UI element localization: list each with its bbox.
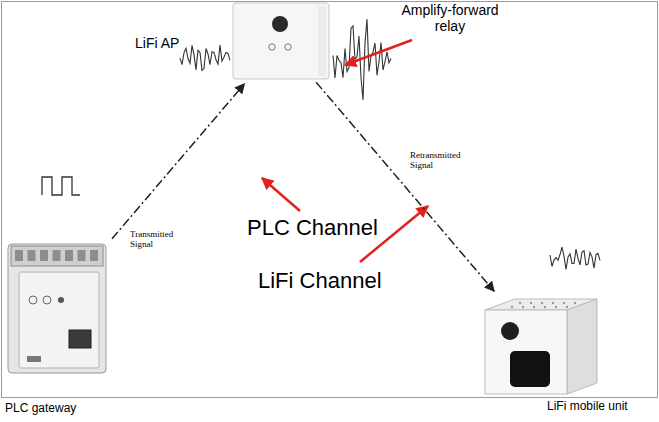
vent-hole	[541, 302, 543, 304]
terminal	[15, 250, 23, 261]
sensor-panel	[510, 351, 550, 387]
terminal	[65, 250, 73, 261]
device-picture	[480, 295, 600, 395]
button	[269, 44, 275, 50]
terminal	[40, 250, 48, 261]
device-picture	[5, 230, 110, 375]
indicator	[43, 296, 51, 304]
device-label: LiFi AP	[135, 35, 179, 51]
vent-hole	[522, 306, 524, 308]
vent-hole	[530, 302, 532, 304]
access-point: LiFi AP	[232, 2, 330, 80]
front-panel	[19, 272, 99, 368]
channel-label: LiFi Channel	[258, 268, 428, 293]
square-wave	[42, 177, 80, 195]
vent-hole	[563, 302, 565, 304]
noisy-wave	[550, 247, 600, 269]
vent-hole	[552, 302, 554, 304]
box-side	[567, 299, 597, 394]
lens	[272, 16, 288, 32]
vent-hole	[519, 302, 521, 304]
noisy-wave	[180, 45, 230, 70]
terminal	[28, 250, 36, 261]
vent-hole	[544, 306, 546, 308]
device-label: PLC gateway	[5, 402, 76, 416]
button	[285, 44, 291, 50]
device-picture	[232, 2, 330, 80]
button	[27, 356, 41, 362]
plc-gateway: PLC gateway	[5, 230, 110, 375]
device-body	[233, 3, 329, 79]
callout-arrow	[262, 178, 300, 211]
signal-note: Retransmitted Signal	[410, 150, 472, 171]
vent-hole	[574, 302, 576, 304]
signal-link	[112, 84, 244, 239]
callout-arrow	[345, 40, 412, 65]
terminal	[90, 250, 98, 261]
terminal	[53, 250, 61, 261]
terminal-strip	[11, 246, 103, 266]
terminal	[78, 250, 86, 261]
device-side	[318, 6, 326, 76]
callout-text: Amplify-forward relay	[385, 2, 515, 34]
frame-border	[2, 2, 658, 398]
vent-hole	[533, 306, 535, 308]
indicator	[29, 296, 37, 304]
signal-link	[316, 82, 494, 291]
device-label: LiFi mobile unit	[547, 400, 628, 414]
channel-label: PLC Channel	[247, 215, 417, 240]
lens	[501, 322, 519, 340]
vent-hole	[555, 306, 557, 308]
ethernet-port	[69, 330, 91, 348]
device-body	[8, 244, 106, 373]
indicator	[58, 297, 64, 303]
vent-hole	[566, 306, 568, 308]
signal-note: Transmitted Signal	[130, 229, 182, 250]
mobile-unit: LiFi mobile unit	[480, 295, 600, 395]
vent-hole	[511, 306, 513, 308]
box-front	[485, 310, 567, 394]
